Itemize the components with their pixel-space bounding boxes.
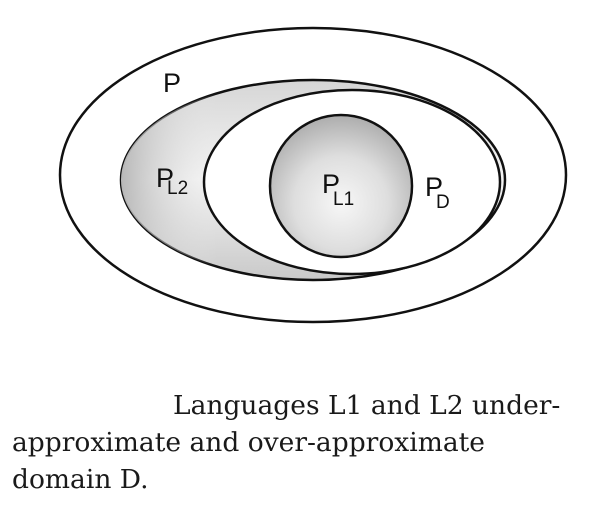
set-pl1-circle [268,113,414,259]
set-pl2-label: P [156,163,174,193]
set-pl2-subscript: L2 [167,178,188,199]
set-pd-label: P [425,172,443,202]
venn-diagram: P P L2 P D P L1 [58,26,568,324]
caption-line: Languages L1 and L2 under- [12,387,582,424]
set-pd-subscript: D [436,192,450,213]
caption-line: domain D. [12,464,149,495]
caption-line-1-text: Languages L1 and L2 under- [173,390,561,421]
set-pl1-subscript: L1 [333,189,354,210]
set-pl1-label: P [322,169,340,199]
figure-caption: Languages L1 and L2 under- approximate a… [12,387,582,498]
caption-line: approximate and over-approximate [12,427,485,458]
set-p-label: P [163,68,181,98]
